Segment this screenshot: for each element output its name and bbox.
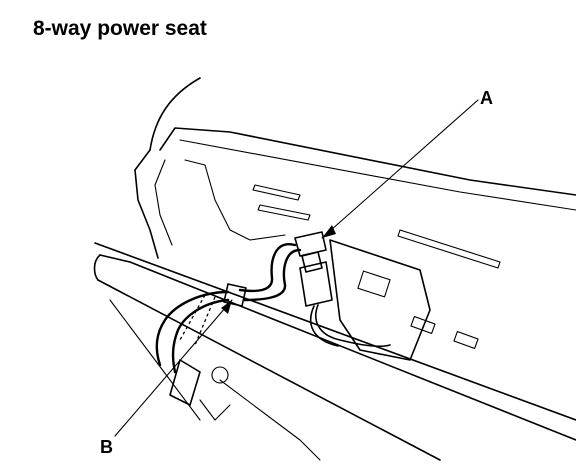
hidden-wire bbox=[179, 294, 206, 341]
bracket bbox=[169, 359, 201, 406]
side-slot-2 bbox=[257, 204, 311, 221]
callout-b: B bbox=[100, 437, 113, 457]
seat-frame-left-inner bbox=[154, 159, 173, 246]
connector-a bbox=[294, 231, 327, 257]
wire-to-left bbox=[155, 290, 230, 367]
diagram-title: 8-way power seat bbox=[33, 17, 207, 40]
wire-harness-2 bbox=[242, 248, 302, 302]
connector-a-body bbox=[301, 251, 323, 273]
seat-frame-left bbox=[134, 149, 159, 259]
connector-lower bbox=[299, 261, 333, 307]
seat-rail-top bbox=[94, 242, 576, 421]
wire-down-2 bbox=[309, 305, 339, 347]
seat-frame-top bbox=[159, 127, 576, 196]
side-panel bbox=[184, 159, 286, 241]
leader-a-arrow bbox=[322, 225, 336, 238]
leader-b-arrow bbox=[221, 300, 232, 314]
rail-end-curve bbox=[93, 254, 101, 281]
hidden-wire-2 bbox=[194, 296, 216, 346]
wire-to-left-2 bbox=[171, 298, 230, 374]
control-housing bbox=[329, 239, 431, 361]
bracket-lower bbox=[199, 399, 231, 421]
wire-harness bbox=[238, 243, 297, 293]
switch-2 bbox=[410, 315, 436, 335]
seat-frame-inner bbox=[179, 139, 576, 211]
bolt bbox=[211, 366, 229, 384]
leader-b bbox=[114, 299, 233, 437]
seat-rail-front bbox=[99, 254, 576, 441]
panel-slot bbox=[397, 229, 501, 269]
side-slot bbox=[252, 184, 301, 201]
callout-a: A bbox=[480, 88, 493, 108]
seat-back-outline bbox=[149, 77, 201, 151]
cushion-edge-2 bbox=[219, 379, 321, 461]
switch-1 bbox=[357, 270, 391, 298]
harness-clip bbox=[223, 283, 247, 307]
wire-down bbox=[315, 304, 391, 347]
seat-rail-lower bbox=[97, 279, 441, 461]
cushion-edge bbox=[109, 299, 201, 421]
leader-a bbox=[321, 99, 479, 239]
switch-3 bbox=[453, 330, 479, 350]
